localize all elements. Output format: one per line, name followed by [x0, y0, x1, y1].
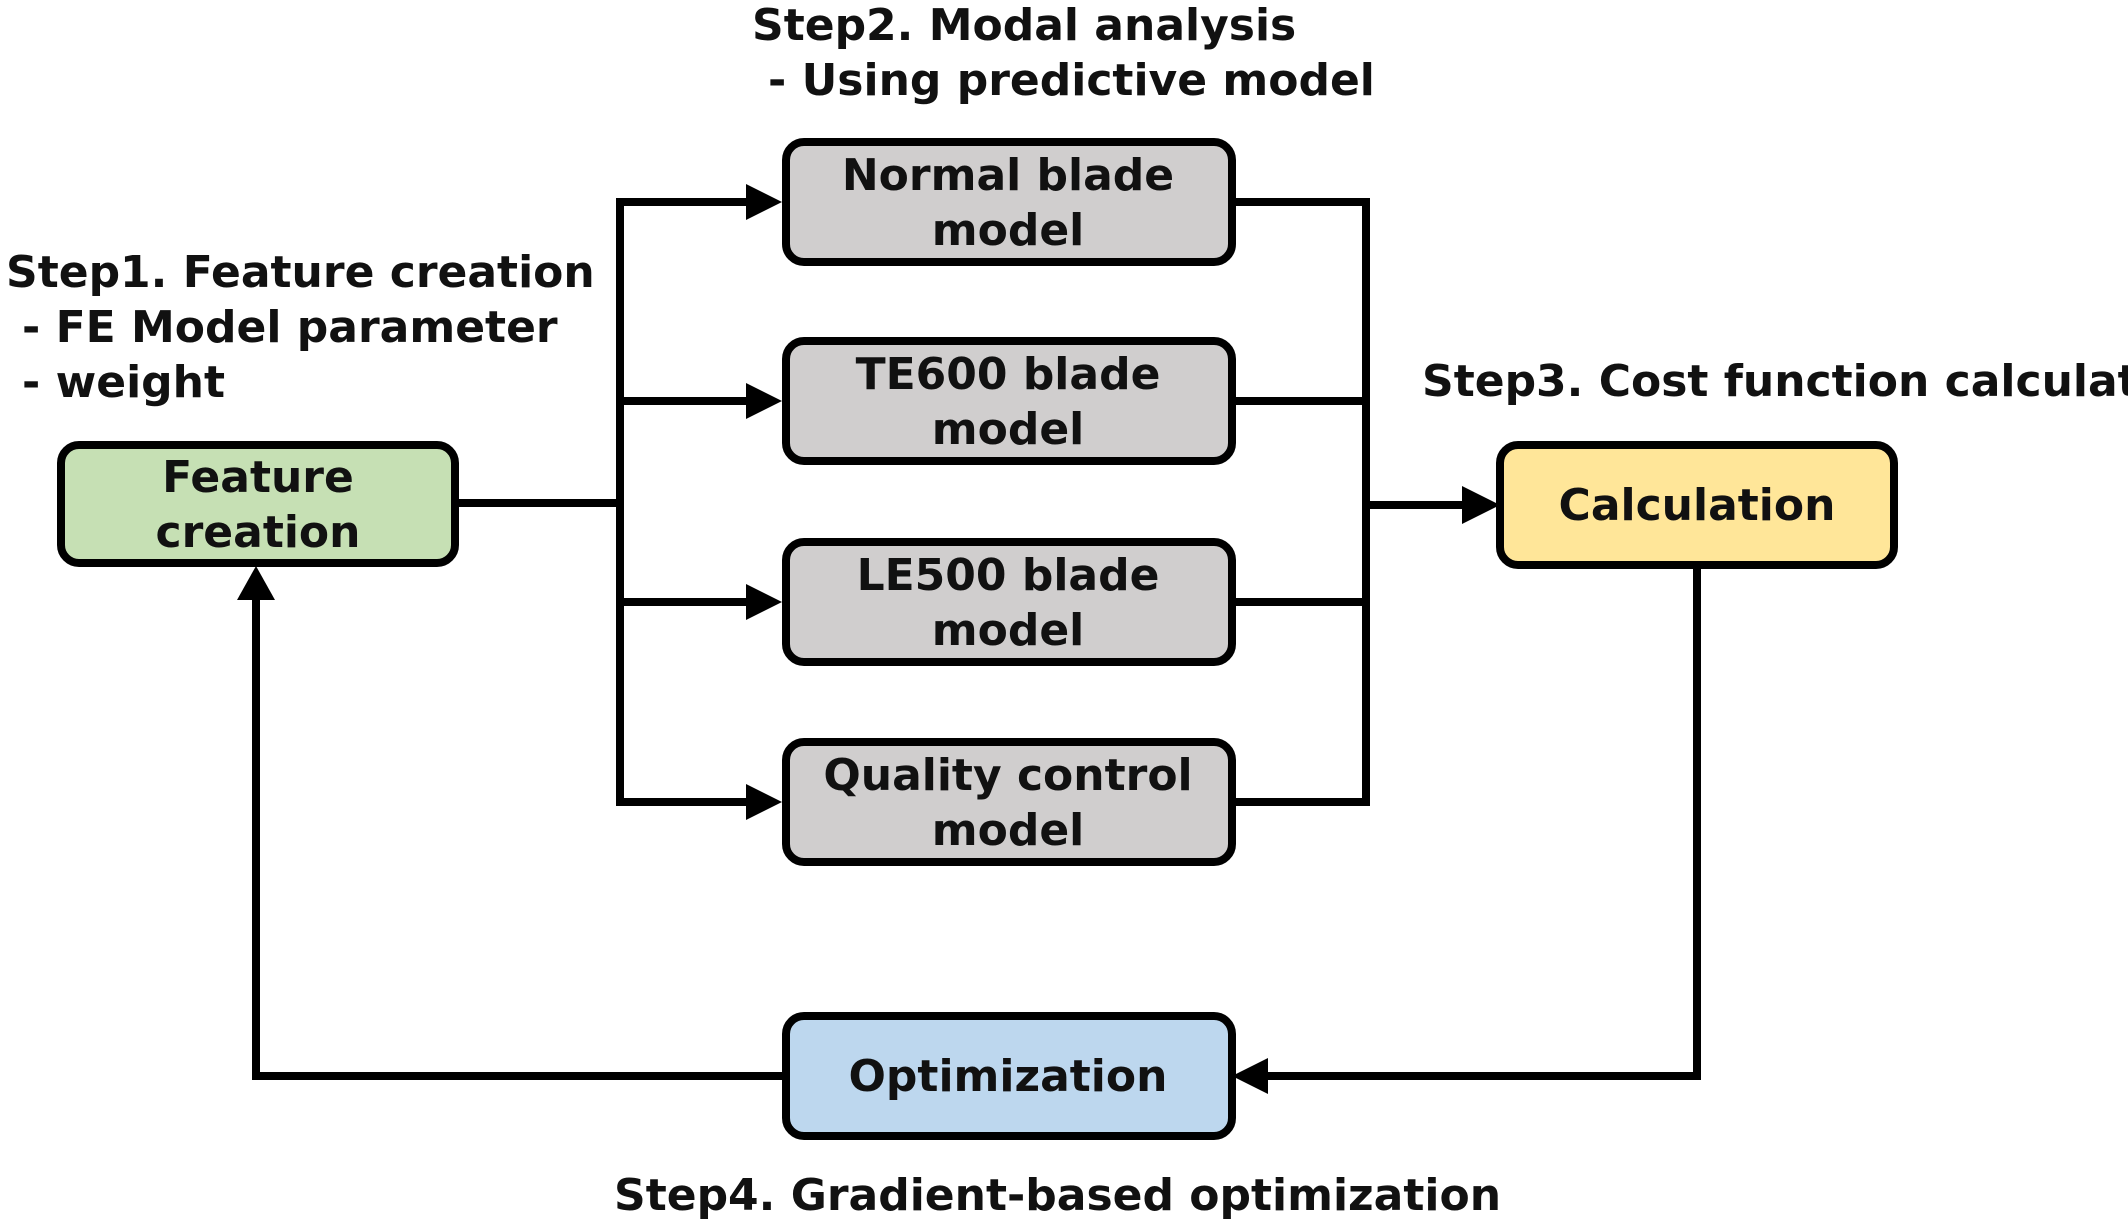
- quality-control-box: [782, 738, 1236, 866]
- le500-blade-label-line1: LE500 blade: [857, 550, 1160, 601]
- calculation-box: [1496, 441, 1898, 569]
- box-normal-blade: Normal blade model: [782, 138, 1236, 266]
- arrowhead-te600: [746, 383, 782, 419]
- quality-control-label-line2: model: [932, 805, 1085, 856]
- normal-blade-label-line2: model: [932, 205, 1085, 256]
- te600-blade-label-line2: model: [932, 404, 1085, 455]
- normal-blade-label-line1: Normal blade: [842, 150, 1174, 201]
- arrowhead-optimization: [1232, 1058, 1268, 1094]
- normal-blade-box: [782, 138, 1236, 266]
- le500-blade-label-line2: model: [932, 605, 1085, 656]
- le500-blade-box: [782, 538, 1236, 666]
- box-calculation: Calculation: [1496, 441, 1898, 569]
- te600-blade-box: [782, 337, 1236, 465]
- step1-title: Step1. Feature creation: [6, 247, 595, 298]
- step3-annotation: Step3. Cost function calculation: [1422, 356, 2128, 407]
- step1-item-2: - weight: [22, 357, 225, 408]
- arrowhead-quality: [746, 784, 782, 820]
- optimization-to-feature-line: [252, 588, 790, 1080]
- arrowhead-feature: [237, 566, 275, 600]
- box-quality-control: Quality control model: [782, 738, 1236, 866]
- box-feature-creation: Feature creation: [57, 441, 459, 567]
- step4-title: Step4. Gradient-based optimization: [614, 1170, 1501, 1221]
- feature-creation-box: [57, 441, 459, 567]
- box-optimization: Optimization: [782, 1012, 1236, 1140]
- calculation-to-optimization-line: [1256, 563, 1701, 1080]
- step3-title: Step3. Cost function calculation: [1422, 356, 2128, 407]
- step4-annotation: Step4. Gradient-based optimization: [614, 1170, 1501, 1221]
- arrowhead-le500: [746, 584, 782, 620]
- optimization-box: [782, 1012, 1236, 1140]
- step2-title: Step2. Modal analysis: [752, 0, 1296, 51]
- arrowhead-calculation: [1462, 486, 1500, 524]
- step2-annotation: Step2. Modal analysis - Using predictive…: [752, 0, 1375, 106]
- step1-annotation: Step1. Feature creation - FE Model param…: [6, 247, 595, 408]
- te600-blade-label-line1: TE600 blade: [856, 349, 1161, 400]
- feature-creation-label-line2: creation: [156, 507, 361, 558]
- step1-item-1: - FE Model parameter: [22, 302, 558, 353]
- box-te600-blade: TE600 blade model: [782, 337, 1236, 465]
- connectors: [237, 184, 1701, 1094]
- quality-control-label-line1: Quality control: [823, 750, 1192, 801]
- box-le500-blade: LE500 blade model: [782, 538, 1236, 666]
- step2-item: - Using predictive model: [768, 55, 1375, 106]
- optimization-label: Optimization: [849, 1051, 1168, 1102]
- calculation-label: Calculation: [1559, 480, 1836, 531]
- feature-creation-label-line1: Feature: [162, 452, 354, 503]
- arrowhead-normal: [746, 184, 782, 220]
